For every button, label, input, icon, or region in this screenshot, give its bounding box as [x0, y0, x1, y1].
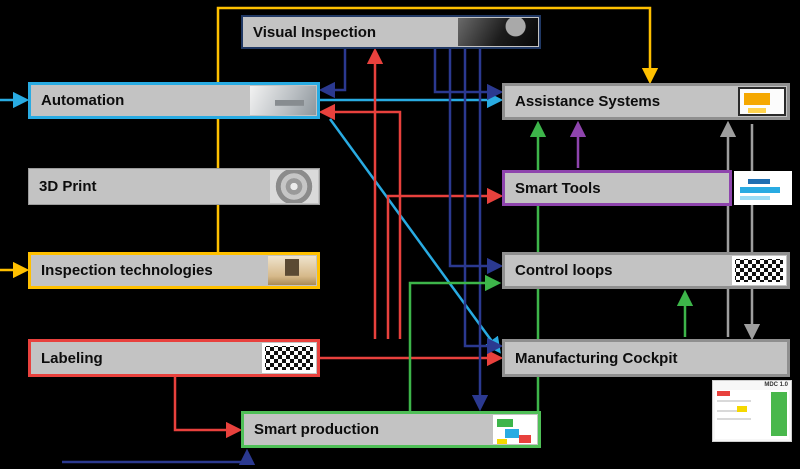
- qr-code-thumbnail: [262, 343, 316, 373]
- node-control-loops: Control loops: [502, 252, 790, 289]
- mdc-screenshot-content: [715, 390, 789, 439]
- qr-code-thumbnail: [732, 256, 786, 285]
- node-smart-tools: Smart Tools: [502, 170, 732, 206]
- node-label: 3D Print: [39, 178, 97, 195]
- node-label: Inspection technologies: [41, 262, 213, 279]
- edge-visual-inspection-to-assistance: [433, 49, 504, 101]
- node-labeling: Labeling: [28, 339, 320, 377]
- node-label: Visual Inspection: [253, 23, 377, 41]
- edge-visual-inspection-to-automation: [318, 49, 347, 99]
- scanner-photo-thumbnail: [268, 256, 316, 285]
- edge-automation-to-cockpit: [328, 118, 501, 354]
- mdc-title: MDC 1.0: [764, 382, 788, 388]
- node-label: Smart Tools: [515, 179, 601, 197]
- impeller-photo-thumbnail: [270, 170, 318, 203]
- node-3d-print: 3D Print: [28, 168, 320, 205]
- node-label: Assistance Systems: [515, 93, 661, 110]
- edge-labeling-to-automation: [318, 103, 402, 339]
- edge-smart-production-to-control-loops: [408, 274, 502, 411]
- tablet-photo-thumbnail: [738, 87, 786, 116]
- edge-labeling-to-smart-production: [173, 377, 243, 439]
- node-manufacturing-cockpit: Manufacturing Cockpit: [502, 339, 790, 377]
- node-visual-inspection: Visual Inspection: [241, 15, 541, 49]
- node-label: Automation: [41, 92, 125, 109]
- node-inspection-technologies: Inspection technologies: [28, 252, 320, 289]
- edge-visual-inspection-to-control-loops: [448, 49, 504, 275]
- lab-photo-thumbnail: [250, 86, 316, 115]
- machining-photo-thumbnail: [458, 18, 538, 46]
- mdc-screenshot: MDC 1.0: [712, 380, 792, 442]
- edge-visual-inspection-to-cockpit: [463, 49, 504, 355]
- process-diagram-thumbnail: [493, 415, 537, 444]
- node-label: Manufacturing Cockpit: [515, 349, 678, 367]
- node-label: Labeling: [41, 349, 103, 367]
- node-automation: Automation: [28, 82, 320, 119]
- node-label: Control loops: [515, 262, 613, 279]
- edge-inspection-to-assistance: [216, 6, 659, 252]
- edge-labeling-to-smart-tools: [386, 187, 504, 339]
- tool-diagram-thumbnail: [734, 171, 792, 205]
- edge-bottom-to-smart-production: [62, 448, 256, 465]
- node-smart-production: Smart production: [241, 411, 541, 448]
- node-assistance-systems: Assistance Systems: [502, 83, 790, 120]
- node-label: Smart production: [254, 421, 380, 438]
